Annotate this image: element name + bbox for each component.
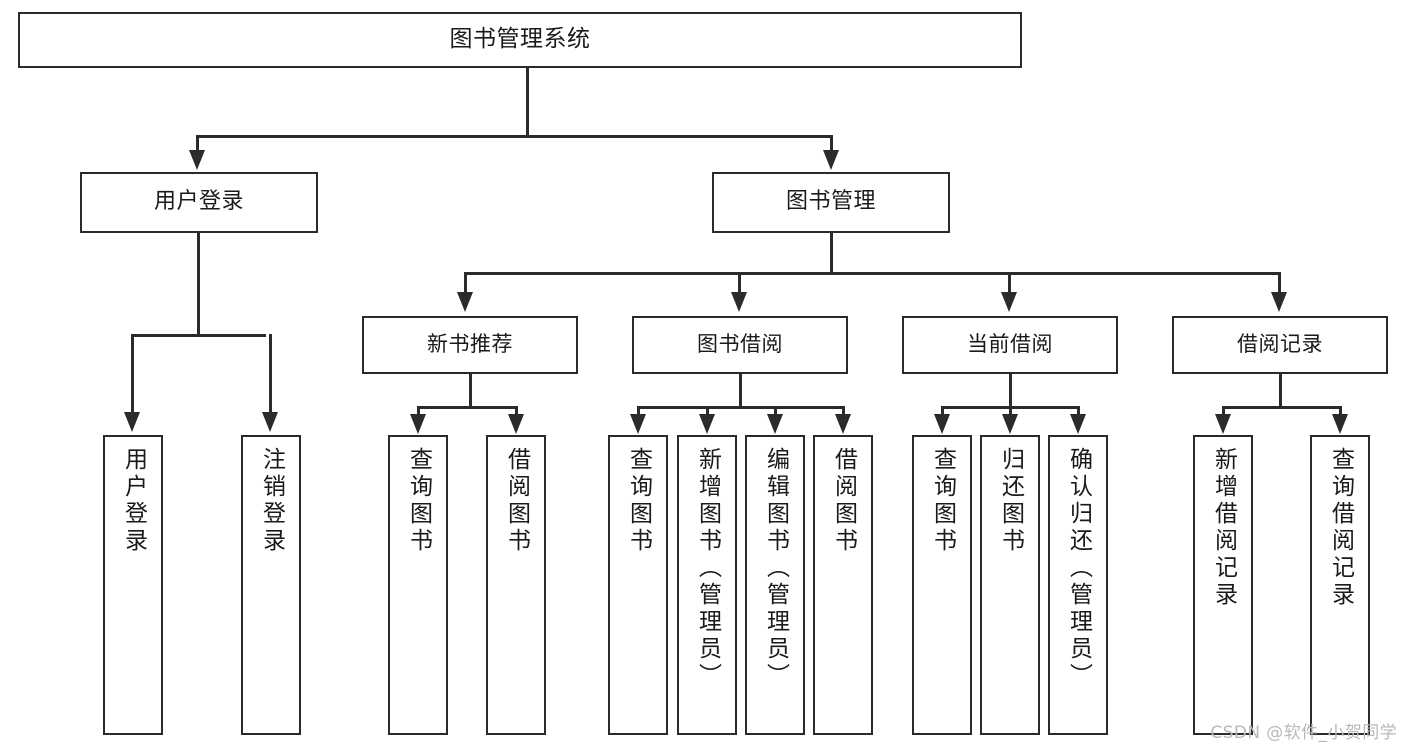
leaf-borrow-book[interactable]: 借阅图书 [813,435,873,735]
leaf-add-book-admin[interactable]: 新增图书（管理员） [677,435,737,735]
node-label: 用户登录 [153,189,244,215]
connector-newbook-drop-0 [417,406,420,420]
connector-userlogin-stem [197,233,200,336]
node-label: 图书管理 [785,189,876,215]
connector-bookborrow-drop-1 [706,406,709,420]
node-current-borrow[interactable]: 当前借阅 [902,316,1118,374]
node-label: 当前借阅 [967,332,1053,357]
arrowhead-bookborrow-3 [835,414,851,434]
arrowhead-newbook-1 [508,414,524,434]
leaf-return-book[interactable]: 归还图书 [980,435,1040,735]
leaf-logout[interactable]: 注销登录 [241,435,301,735]
connector-newbook-stem [469,374,472,408]
node-label: 归还图书 [997,447,1024,555]
connector-userlogin-drop-0 [131,334,134,416]
connector-root-drop-0 [196,135,199,157]
connector-bookmgmt-drop-2 [1008,272,1011,296]
connector-root-stem [526,68,529,136]
arrowhead-currentborrow-1 [1002,414,1018,434]
node-new-book-recommend[interactable]: 新书推荐 [362,316,578,374]
leaf-add-borrow-record[interactable]: 新增借阅记录 [1193,435,1253,735]
node-label: 编辑图书（管理员） [762,447,789,690]
arrowhead-currentborrow-0 [934,414,950,434]
connector-bookmgmt-drop-1 [738,272,741,296]
connector-currentborrow-drop-1 [1009,406,1012,420]
connector-bookborrow-drop-3 [842,406,845,420]
node-label: 查询图书 [625,447,652,555]
arrowhead-userlogin-0 [124,412,140,432]
node-label: 确认归还（管理员） [1065,447,1092,690]
connector-currentborrow-drop-2 [1077,406,1080,420]
connector-currentborrow-drop-0 [941,406,944,420]
connector-borrowrecord-drop-0 [1222,406,1225,420]
arrowhead-bookborrow-1 [699,414,715,434]
arrowhead-bookmgmt-0 [457,292,473,312]
leaf-edit-book-admin[interactable]: 编辑图书（管理员） [745,435,805,735]
connector-bookmgmt-bus [464,272,1278,275]
leaf-query-book-borrow[interactable]: 查询图书 [608,435,668,735]
arrowhead-bookmgmt-1 [731,292,747,312]
node-root-system[interactable]: 图书管理系统 [18,12,1022,68]
node-label: 新增借阅记录 [1210,447,1237,609]
leaf-query-book-recommend[interactable]: 查询图书 [388,435,448,735]
node-label: 查询图书 [929,447,956,555]
connector-bookborrow-drop-2 [774,406,777,420]
arrowhead-bookborrow-2 [767,414,783,434]
node-label: 查询借阅记录 [1327,447,1354,609]
node-label: 借阅图书 [830,447,857,555]
connector-userlogin-drop-1 [269,334,272,416]
connector-userlogin-bus [131,334,266,337]
arrowhead-bookmgmt-3 [1271,292,1287,312]
leaf-user-login[interactable]: 用户登录 [103,435,163,735]
connector-newbook-bus [417,406,517,409]
node-label: 新增图书（管理员） [694,447,721,690]
node-label: 图书管理系统 [449,26,591,53]
arrowhead-root-1 [823,150,839,170]
connector-bookmgmt-stem [830,233,833,274]
connector-bookmgmt-drop-0 [464,272,467,296]
connector-borrowrecord-stem [1279,374,1282,408]
arrowhead-currentborrow-2 [1070,414,1086,434]
arrowhead-userlogin-1 [262,412,278,432]
node-label: 注销登录 [258,447,285,555]
arrowhead-bookborrow-0 [630,414,646,434]
connector-borrowrecord-drop-1 [1339,406,1342,420]
arrowhead-borrowrecord-1 [1332,414,1348,434]
node-label: 用户登录 [120,447,147,555]
connector-root-drop-1 [830,135,833,157]
connector-currentborrow-stem [1009,374,1012,408]
leaf-confirm-return-admin[interactable]: 确认归还（管理员） [1048,435,1108,735]
node-book-management[interactable]: 图书管理 [712,172,950,233]
node-borrow-record[interactable]: 借阅记录 [1172,316,1388,374]
node-label: 借阅图书 [503,447,530,555]
connector-bookborrow-drop-0 [637,406,640,420]
arrowhead-root-0 [189,150,205,170]
node-user-login[interactable]: 用户登录 [80,172,318,233]
connector-newbook-drop-1 [515,406,518,420]
connector-bookborrow-stem [739,374,742,408]
connector-bookborrow-bus [637,406,843,409]
arrowhead-newbook-0 [410,414,426,434]
connector-root-bus [196,135,832,138]
node-label: 借阅记录 [1237,332,1323,357]
leaf-borrow-book-recommend[interactable]: 借阅图书 [486,435,546,735]
connector-borrowrecord-bus [1222,406,1341,409]
arrowhead-borrowrecord-0 [1215,414,1231,434]
node-label: 查询图书 [405,447,432,555]
leaf-query-book-current[interactable]: 查询图书 [912,435,972,735]
connector-bookmgmt-drop-3 [1278,272,1281,296]
node-label: 图书借阅 [697,332,783,357]
arrowhead-bookmgmt-2 [1001,292,1017,312]
leaf-query-borrow-record[interactable]: 查询借阅记录 [1310,435,1370,735]
node-label: 新书推荐 [427,332,513,357]
node-book-borrow[interactable]: 图书借阅 [632,316,848,374]
